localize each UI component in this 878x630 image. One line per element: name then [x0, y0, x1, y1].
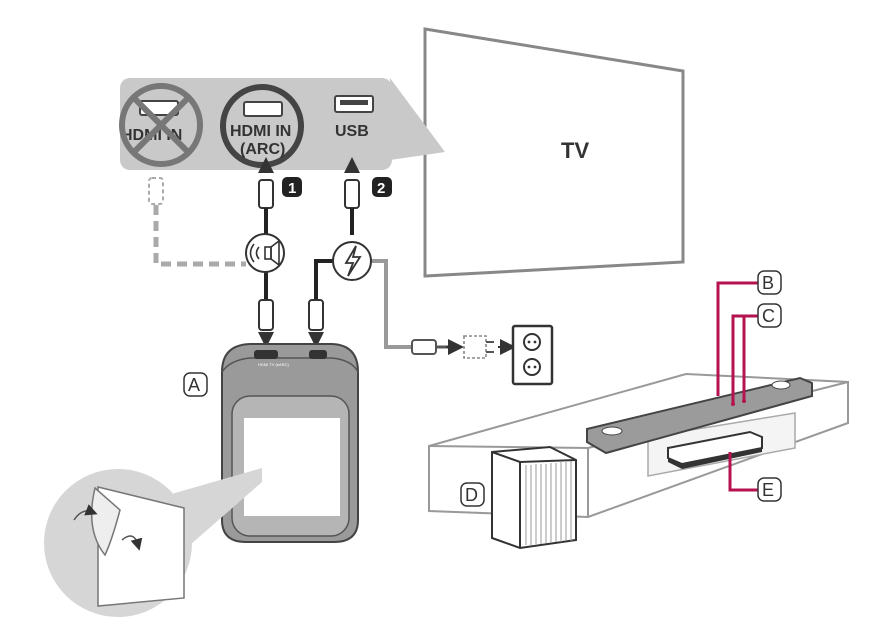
hdmi-cable: [258, 157, 274, 348]
tv-port-panel: HDMI IN HDMI IN (ARC) USB: [119, 78, 445, 170]
unused-hdmi-cable: [148, 177, 246, 267]
hdmi-in-arc-port: HDMI IN (ARC): [220, 84, 304, 168]
usb-port: USB: [334, 95, 374, 140]
subwoofer: [491, 445, 577, 550]
callout-d: D: [460, 482, 485, 507]
callout-c: C: [757, 303, 782, 328]
callout-b-label: B: [762, 273, 774, 293]
device-port-text: HDMI TV (eARC): [258, 362, 289, 367]
callout-a: A: [183, 372, 208, 397]
step-2-label: 2: [377, 180, 385, 197]
callout-e: E: [757, 477, 782, 502]
step-2-badge: 2: [372, 177, 392, 197]
power-adapter-icon: [463, 335, 516, 359]
usb-power-cable: [308, 157, 464, 355]
rear-module: [667, 430, 763, 469]
tv-screen: TV: [423, 27, 685, 278]
step-1-label: 1: [288, 180, 296, 197]
speaker-icon: [245, 233, 285, 273]
lightning-icon: [332, 241, 372, 281]
prohibited-icon: [119, 83, 203, 167]
callout-a-label: A: [188, 375, 200, 395]
hdmi-in-arc-sublabel: (ARC): [240, 141, 285, 158]
wall-outlet-icon: [511, 324, 554, 386]
callout-e-label: E: [762, 480, 774, 500]
peel-film-icon: [73, 486, 185, 607]
callout-b: B: [757, 270, 782, 295]
step-1-badge: 1: [282, 177, 302, 197]
usb-label: USB: [335, 123, 369, 140]
peel-film-zoom: [44, 468, 262, 617]
wireless-receiver-device: HDMI TV (eARC): [221, 343, 359, 543]
hdmi-in-arc-label: HDMI IN: [230, 123, 291, 140]
tv-label: TV: [561, 138, 589, 163]
callout-d-label: D: [465, 485, 478, 505]
hdmi-in-port: HDMI IN: [119, 83, 203, 167]
callout-lines: [716, 281, 758, 492]
callout-c-label: C: [762, 306, 775, 326]
